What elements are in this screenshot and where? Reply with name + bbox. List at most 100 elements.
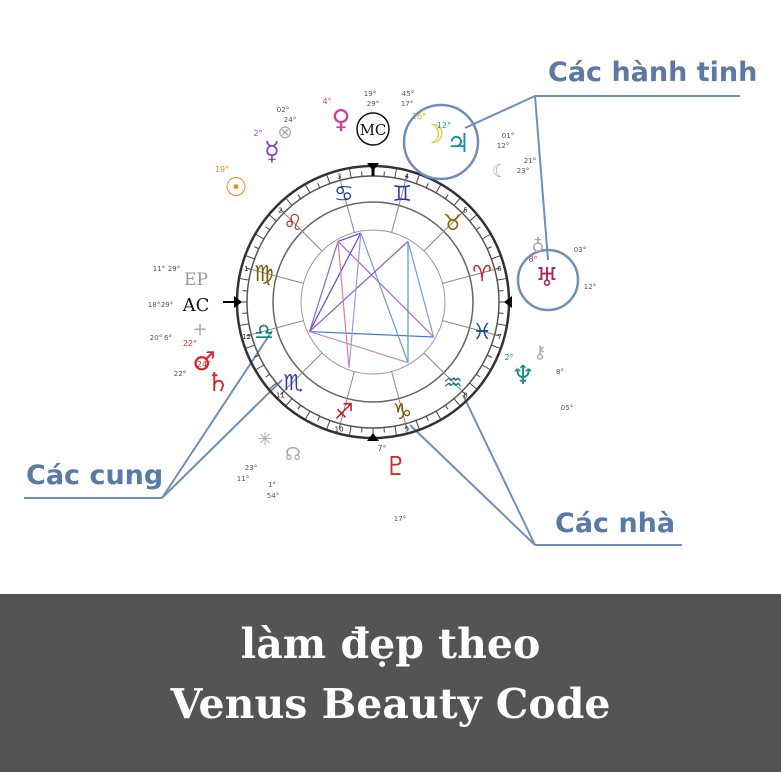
degree-tick: [453, 398, 461, 406]
degree-tick: [280, 390, 285, 395]
degree-label: 11°: [237, 475, 249, 483]
caption-line-1: làm đẹp theo: [240, 620, 541, 668]
ac-label: AC: [182, 295, 210, 316]
minor-symbol: ♁: [531, 236, 544, 257]
caption-banner: làm đẹp theo Venus Beauty Code: [0, 594, 781, 772]
house-spoke: [283, 212, 323, 252]
house-spoke: [442, 268, 495, 284]
degree-tick: [444, 194, 449, 200]
aspect-line: [309, 232, 362, 332]
degree-tick: [394, 425, 397, 436]
degree-label: 17°: [401, 100, 413, 108]
moon-glyph: ☽: [421, 120, 444, 150]
signs-callout: Các cung: [26, 460, 164, 491]
house-spoke: [391, 180, 407, 233]
house-number: 9: [405, 426, 409, 434]
aspect-line: [309, 240, 409, 333]
degree-label: 12°: [584, 283, 596, 291]
degree-label: 20°: [150, 334, 162, 342]
signs-leader-1: [161, 330, 273, 499]
degree-tick: [280, 209, 285, 214]
sun-degree: 19°: [215, 165, 229, 174]
degree-label: 19°: [364, 90, 376, 98]
aspect-line: [309, 330, 434, 338]
degree-label: 02°: [277, 106, 289, 114]
mercury-degree: 2°: [253, 129, 262, 138]
saturn-degree: 24°: [197, 360, 211, 369]
degree-label: 1°: [268, 481, 276, 489]
degree-label: 45°: [402, 90, 414, 98]
degree-label: 22°: [174, 370, 186, 378]
degree-tick: [317, 415, 321, 421]
zodiac-sign-glyph: ♈: [472, 262, 492, 287]
degree-tick: [486, 246, 492, 250]
degree-tick: [338, 175, 341, 181]
houses-callout: Các nhà: [555, 508, 676, 539]
zodiac-sign-glyph: ♊: [392, 182, 412, 207]
degree-label: 23°: [517, 167, 529, 175]
degree-tick: [491, 255, 501, 260]
degree-tick: [394, 168, 397, 179]
degree-tick: [475, 373, 481, 378]
uranus-degree: 8°: [528, 255, 537, 264]
degree-tick: [496, 278, 507, 281]
zodiac-sign-glyph: ♎: [254, 320, 274, 345]
extra-marks: MCACEP⊗☾♁⚷+✳☊29°19°17°45°24°02°01°12°23°…: [148, 90, 596, 523]
venus-glyph: ♀: [331, 105, 350, 135]
aspect-line: [348, 233, 362, 368]
zodiac-sign-glyph: ♑: [392, 400, 412, 425]
aspect-line: [337, 240, 435, 338]
degree-tick: [349, 168, 352, 179]
aspect-line: [337, 241, 350, 368]
degree-label: 12°: [497, 142, 509, 150]
zodiac-sign-glyph: ♍: [254, 262, 274, 287]
degree-tick: [415, 420, 420, 430]
mars-degree: 22°: [183, 339, 197, 348]
house-spoke: [423, 352, 463, 392]
neptune-degree: 2°: [504, 353, 513, 362]
degree-label: 18°: [148, 301, 160, 309]
zodiac-sign-glyph: ♐: [334, 400, 354, 425]
house-spoke: [251, 268, 304, 284]
degree-tick: [491, 344, 501, 349]
degree-tick: [469, 214, 477, 222]
mars-glyph: ♂: [192, 347, 215, 377]
house-number: 3: [337, 172, 341, 180]
aspect-lines: [308, 232, 435, 368]
zodiac-sign-glyph: ♋: [334, 182, 354, 207]
zodiac-sign-glyph: ♉: [443, 211, 463, 236]
degree-label: 54°: [267, 492, 279, 500]
degree-tick: [285, 198, 293, 206]
degree-tick: [405, 175, 408, 181]
house-number: 12: [242, 333, 251, 341]
house-number: 8: [463, 392, 467, 400]
degree-tick: [245, 344, 255, 349]
degree-tick: [475, 226, 481, 231]
degree-label: 23°: [245, 464, 257, 472]
minor-symbol: ✳: [257, 429, 272, 450]
inner-ring: [300, 229, 446, 375]
venus-degree: 4°: [322, 97, 331, 106]
aspect-line: [337, 232, 362, 242]
house-number: 2: [278, 206, 282, 214]
degree-tick: [269, 382, 277, 390]
signs-leader-2: [161, 379, 283, 499]
houses-leader-1: [409, 424, 536, 546]
degree-tick: [239, 323, 250, 326]
minor-symbol: ☊: [285, 444, 301, 465]
zodiac-sign-glyph: ♌: [283, 211, 303, 236]
pluto-glyph: ♇: [384, 452, 407, 482]
degree-tick: [285, 398, 293, 406]
planets-callout: Các hành tinh: [548, 57, 758, 88]
degree-tick: [255, 364, 265, 370]
moon-degree: 16°: [412, 112, 426, 121]
aspect-line: [309, 331, 409, 364]
mc-arrow: [367, 163, 379, 171]
degree-label: 6°: [164, 334, 172, 342]
ac-arrow: [234, 296, 242, 308]
callout-lines: [24, 95, 740, 546]
house-number: 4: [405, 172, 410, 180]
ic-arrow: [367, 433, 379, 441]
